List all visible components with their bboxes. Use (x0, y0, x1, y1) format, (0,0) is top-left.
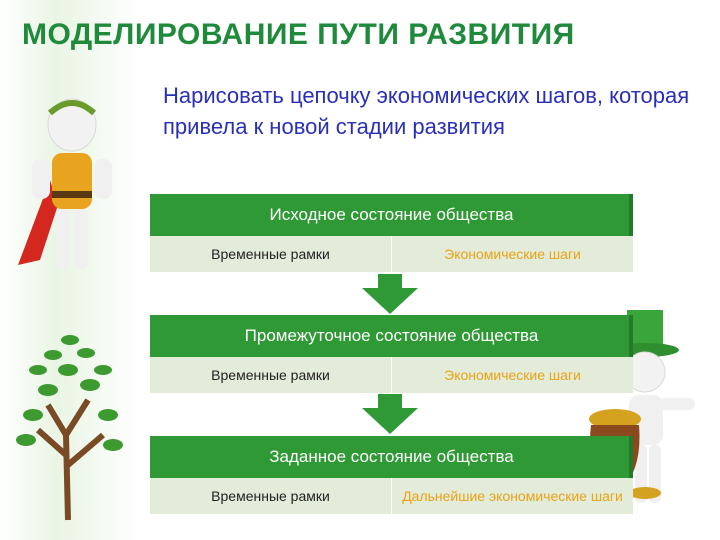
down-arrow-icon (362, 274, 418, 314)
block-row: Временные рамки Дальнейшие экономические… (150, 478, 633, 514)
block-header: Исходное состояние общества (150, 194, 633, 236)
block-row: Временные рамки Экономические шаги (150, 236, 633, 272)
state-block-initial: Исходное состояние общества Временные ра… (150, 194, 633, 272)
economic-steps-cell: Экономические шаги (444, 245, 581, 262)
state-block-intermediate: Промежуточное состояние общества Временн… (150, 315, 633, 393)
caesar-figure-icon (18, 98, 112, 269)
down-arrow-icon (362, 394, 418, 434)
tree-icon (16, 335, 123, 521)
time-frame-cell: Временные рамки (150, 478, 392, 514)
page-title: МОДЕЛИРОВАНИЕ ПУТИ РАЗВИТИЯ (22, 18, 575, 51)
economic-steps-cell: Дальнейшие экономические шаги (402, 487, 623, 504)
time-frame-cell: Временные рамки (150, 357, 392, 393)
block-header: Заданное состояние общества (150, 436, 633, 478)
time-frame-cell: Временные рамки (150, 236, 392, 272)
economic-steps-cell: Экономические шаги (444, 366, 581, 383)
block-row: Временные рамки Экономические шаги (150, 357, 633, 393)
page-subtitle: Нарисовать цепочку экономических шагов, … (163, 83, 690, 139)
block-header: Промежуточное состояние общества (150, 315, 633, 357)
state-block-target: Заданное состояние общества Временные ра… (150, 436, 633, 514)
